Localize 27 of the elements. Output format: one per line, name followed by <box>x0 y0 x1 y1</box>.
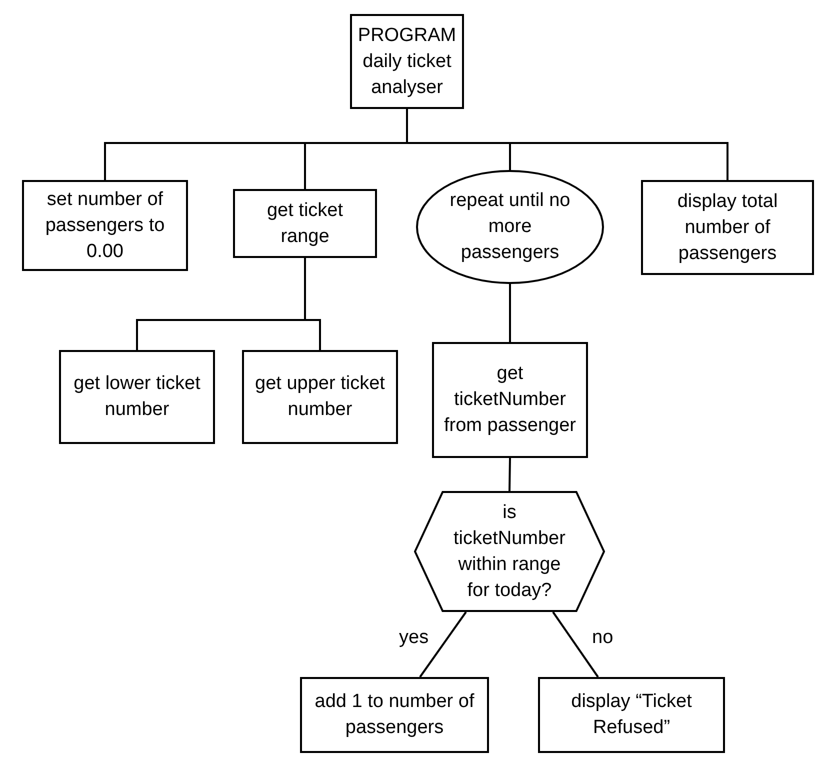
connector-line <box>508 458 511 492</box>
process-box <box>233 189 377 258</box>
process-box <box>538 677 725 753</box>
node-text: get ticket range <box>266 198 344 248</box>
loop-ellipse <box>416 170 604 284</box>
process-box <box>59 350 215 444</box>
node-text: get lower ticket number <box>72 372 202 422</box>
node-text: get ticketNumber from passenger <box>442 362 577 438</box>
node-text: set number of passengers to 0.00 <box>44 188 166 264</box>
node-text: display “Ticket Refused” <box>570 690 693 740</box>
node-text: display total number of passengers <box>676 190 779 266</box>
program-box <box>350 14 464 109</box>
process-box <box>432 342 588 458</box>
connector-line <box>552 611 599 678</box>
node-text: PROGRAM daily ticket analyser <box>356 24 458 100</box>
node-text: add 1 to number of passengers <box>314 690 476 740</box>
process-box <box>300 677 489 753</box>
connector-line <box>509 284 511 342</box>
node-text: get upper ticket number <box>254 372 386 422</box>
connector-line <box>406 109 728 180</box>
node-text: repeat until no more passengers <box>448 189 572 265</box>
process-box <box>242 350 398 444</box>
decision-hexagon <box>414 491 605 612</box>
connector-line <box>419 611 467 678</box>
process-box <box>22 180 188 271</box>
node-text: is ticketNumber within range for today? <box>452 500 566 602</box>
process-box <box>641 180 814 275</box>
